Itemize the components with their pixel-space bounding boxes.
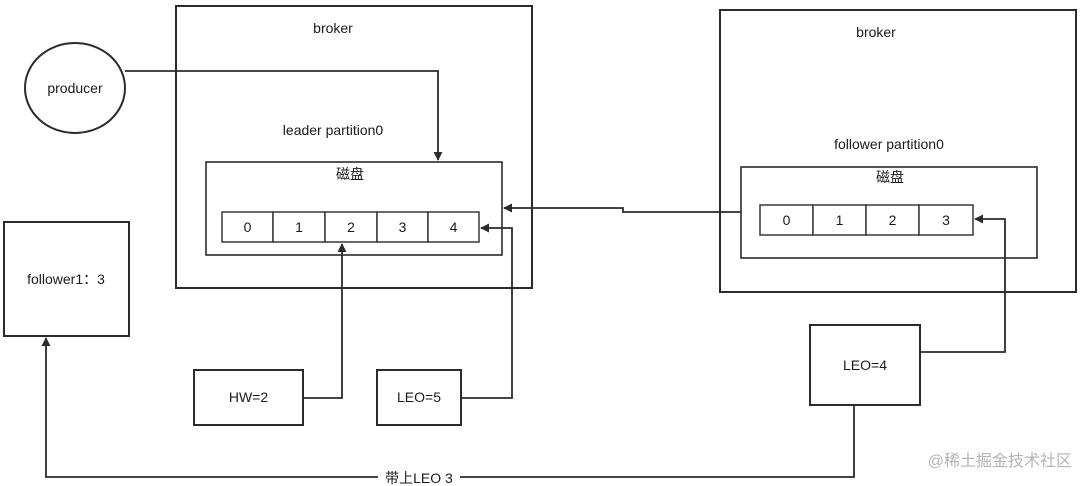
- producer-node: producer: [24, 42, 126, 134]
- leader-cell-0: [221, 211, 274, 243]
- follower-disk-label: 磁盘: [876, 169, 904, 185]
- follower-cell-0-label: 0: [783, 212, 791, 228]
- follower1-node: follower1：3: [3, 221, 130, 337]
- leo-leader-box: [376, 369, 462, 426]
- watermark-text: @稀土掘金技术社区: [928, 452, 1072, 470]
- leo-leader-label: LEO=5: [397, 389, 441, 405]
- hw-pointer-arrow: [303, 243, 347, 399]
- follower-cell-3-label: 3: [942, 212, 950, 228]
- fetch-note-label: 带上LEO 3: [385, 470, 453, 486]
- hw-label: HW=2: [229, 389, 269, 405]
- producer-circle: [24, 42, 126, 134]
- leader-cell-3: [376, 211, 429, 243]
- follower-partition-label: follower partition0: [834, 136, 944, 152]
- leader-cell-4: [427, 211, 480, 243]
- fetch-note-bg: [378, 469, 460, 486]
- leader-cell-1-label: 1: [295, 219, 303, 235]
- leo-follower-box: [809, 324, 921, 406]
- follower-cell-0: [759, 204, 814, 236]
- follower-cell-2-label: 2: [889, 212, 897, 228]
- follower-broker: broker follower partition0 磁盘 0 1 2 3: [719, 9, 1077, 293]
- producer-label: producer: [47, 80, 103, 96]
- leader-cell-0-label: 0: [244, 219, 252, 235]
- fetch-note: 带上LEO 3: [378, 469, 460, 486]
- follower1-box: [3, 221, 130, 337]
- leader-broker-title: broker: [313, 20, 353, 36]
- follower1-label: follower1：3: [27, 271, 105, 287]
- follower-cell-3: [918, 204, 974, 236]
- follower-cell-1-label: 1: [836, 212, 844, 228]
- leader-broker: broker leader partition0 磁盘 0 1 2 3 4: [175, 5, 533, 289]
- leo-follower-label: LEO=4: [843, 357, 887, 373]
- leader-cell-3-label: 3: [399, 219, 407, 235]
- leader-cell-2: [324, 211, 378, 243]
- leader-cell-2-label: 2: [347, 219, 355, 235]
- leader-partition-label: leader partition0: [283, 122, 384, 138]
- leo-follower-node: LEO=4: [809, 324, 921, 406]
- producer-to-leader-arrow: [125, 70, 443, 161]
- leo-leader-pointer-arrow: [461, 223, 513, 399]
- follower-cell-2: [865, 204, 920, 236]
- follower-fetch-arrow: [503, 203, 741, 213]
- hw-node: HW=2: [193, 369, 304, 426]
- leader-log-cells: 0 1 2 3 4: [221, 211, 480, 243]
- follower-log-cells: 0 1 2 3: [759, 204, 974, 236]
- leader-disk-label: 磁盘: [336, 166, 364, 182]
- leo-follower-pointer-arrow: [920, 214, 1006, 353]
- hw-box: [193, 369, 304, 426]
- leo-leader-node: LEO=5: [376, 369, 462, 426]
- leader-cell-4-label: 4: [450, 219, 458, 235]
- follower-broker-title: broker: [856, 24, 896, 40]
